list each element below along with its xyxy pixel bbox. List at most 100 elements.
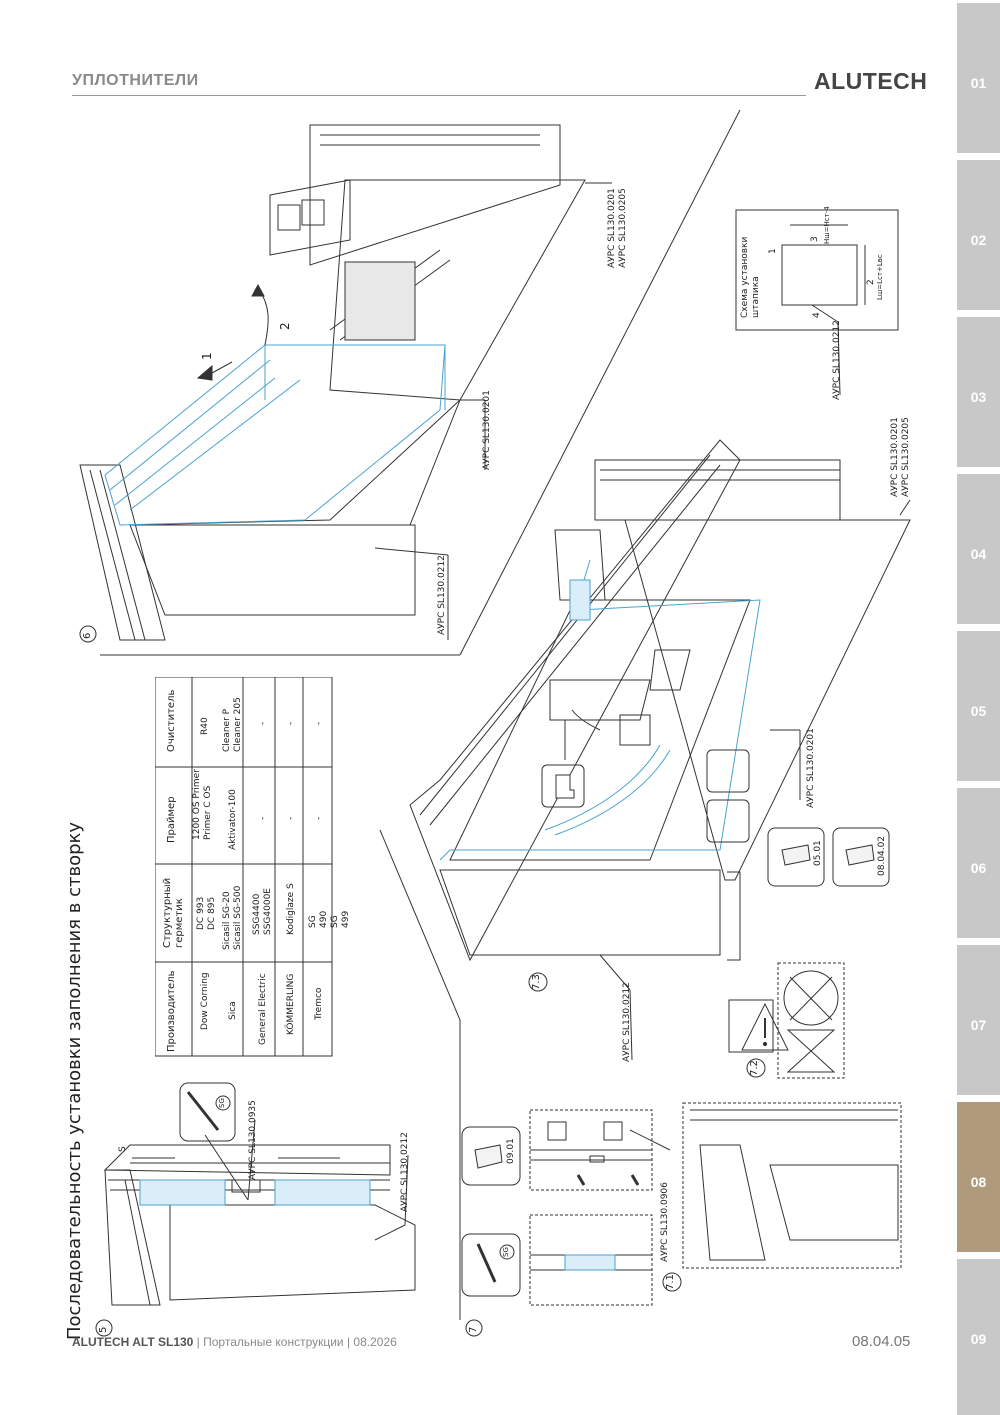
pin-formula-h: Hш=Hст-4 (823, 206, 831, 244)
warning-box (728, 999, 774, 1053)
tab-label: 04 (970, 546, 987, 562)
table-header-cleaner: Очиститель (166, 689, 177, 752)
tab-label: 08 (970, 1174, 987, 1190)
step5-badge (95, 1319, 113, 1337)
part-label-0212: АУРС SL130.0212 (622, 982, 632, 1062)
footer-subtitle: | Портальные конструкции | 08.2026 (193, 1335, 397, 1349)
table-cell: Sicasil SG-20 Sicasil SG-500 (222, 885, 243, 950)
tool-box-cutter (706, 799, 750, 843)
table-header-primer: Праймер (166, 796, 177, 843)
tab-label: 07 (970, 1017, 987, 1033)
arrow-label: 2 (278, 322, 292, 330)
arrow-label: 1 (200, 352, 214, 360)
part-label-0201: АУРС SL130.0201 (890, 417, 900, 497)
tab-02[interactable]: 02 (957, 160, 1000, 310)
pin-scheme-title: Схема установки штапика (740, 236, 761, 318)
sg-gun-box (179, 1082, 236, 1142)
step6-number: 6 (82, 632, 93, 639)
table-cell: SSG4400 SSG4000E (252, 888, 273, 935)
tab-06[interactable]: 06 (957, 788, 1000, 938)
pin-number: 4 (812, 312, 822, 318)
part-label-0201: АУРС SL130.0201 (607, 188, 617, 268)
sg-badge-label: SG (218, 1098, 226, 1108)
code-label-0901: 09.01 (506, 1138, 516, 1164)
part-label-0906: АУРС SL130.0906 (660, 1182, 670, 1262)
table-cell: - (258, 721, 268, 725)
table-cell: Dow Corning (200, 972, 210, 1030)
warning-sign (741, 1002, 789, 1051)
step73-number: 7.3 (531, 974, 542, 990)
chapter-tabs: 01 02 03 04 05 06 07 08 09 (957, 0, 1000, 1415)
sg-gun-box-2 (461, 1233, 521, 1297)
pin-scheme-drawing (735, 209, 899, 396)
step73-badge (528, 972, 548, 992)
divider-line (379, 829, 461, 1320)
part-label-0212: АУРС SL130.0212 (832, 320, 842, 400)
pin-number: 2 (866, 279, 876, 285)
table-cell: - (286, 721, 296, 725)
footer-product: ALUTECH ALT SL130 | Портальные конструкц… (72, 1335, 397, 1349)
pin-number: 3 (810, 236, 820, 242)
tab-label: 03 (970, 389, 987, 405)
part-label-0201: АУРС SL130.0201 (806, 728, 816, 808)
step72-number: 7.2 (749, 1060, 760, 1076)
table-cell: Tremco (314, 987, 324, 1020)
code-label-080402: 08.04.02 (877, 835, 887, 876)
pin-number: 1 (768, 248, 778, 254)
table-header-maker: Производитель (166, 970, 177, 1053)
page-heading: Последовательность установки заполнения … (64, 821, 85, 1340)
rotate-arrow (257, 287, 269, 346)
page-number: 08.04.05 (852, 1333, 911, 1350)
table-cell: Aktivator-100 (228, 789, 238, 850)
detail-box-frame (682, 1102, 902, 1269)
dim-s-label: S (118, 1146, 128, 1152)
part-label-0201: АУРС SL130.0201 (482, 390, 492, 470)
arrow-head (196, 364, 213, 381)
header-divider (72, 95, 806, 96)
table-cell: 1200 OS Primer Primer C OS (192, 769, 213, 840)
tab-03[interactable]: 03 (957, 317, 1000, 467)
table-cell: - (314, 816, 324, 820)
step6-badge (79, 625, 97, 643)
tab-label: 05 (970, 703, 987, 719)
code-box-0501 (767, 827, 825, 887)
tab-label: 01 (970, 75, 987, 91)
table-cell: General Electric (258, 973, 268, 1045)
code-box-080402 (832, 827, 890, 887)
tab-04[interactable]: 04 (957, 474, 1000, 624)
tab-07[interactable]: 07 (957, 945, 1000, 1095)
table-cell: Cleaner P Cleaner 205 (222, 697, 243, 752)
arrow-head (251, 283, 265, 297)
step5-bead-pattern (139, 1179, 371, 1206)
sg-badge-label: SG (502, 1247, 510, 1257)
table-cell: Sica (228, 1001, 238, 1020)
step6-frame-drawing (269, 124, 586, 401)
forbidden-box (777, 962, 845, 1079)
tab-05[interactable]: 05 (957, 631, 1000, 781)
step71-badge (662, 1272, 682, 1292)
table-header-sealant: Структурный герметик (162, 877, 185, 948)
part-label-0212: АУРС SL130.0212 (400, 1132, 410, 1212)
table-cell: SG 490 SG 499 (308, 910, 351, 928)
tab-08[interactable]: 08 (957, 1102, 1000, 1252)
tool-box-handle (541, 764, 585, 808)
footer-product-name: ALUTECH ALT SL130 (72, 1335, 194, 1349)
step7-glass-blue (439, 559, 761, 861)
step5-frame-drawing (103, 1119, 416, 1306)
table-cell: DC 993 DC 895 (196, 896, 217, 930)
part-label-0205: АУРС SL130.0205 (618, 188, 628, 268)
tab-01[interactable]: 01 (957, 3, 1000, 153)
step6-sash-drawing (79, 399, 461, 641)
tab-09[interactable]: 09 (957, 1259, 1000, 1415)
table-cell: - (314, 721, 324, 725)
step7-frame-drawing (409, 439, 911, 1061)
part-label-0935: АУРС SL130.0935 (248, 1100, 258, 1180)
step5-number: 5 (98, 1326, 109, 1333)
tab-label: 09 (970, 1331, 987, 1347)
step71-number: 7.1 (665, 1274, 676, 1290)
code-box-0901 (461, 1126, 521, 1186)
table-cell: - (286, 816, 296, 820)
code-label-0501: 05.01 (813, 840, 823, 866)
pin-formula-l: Lш=Lст+Lвс (876, 254, 884, 300)
